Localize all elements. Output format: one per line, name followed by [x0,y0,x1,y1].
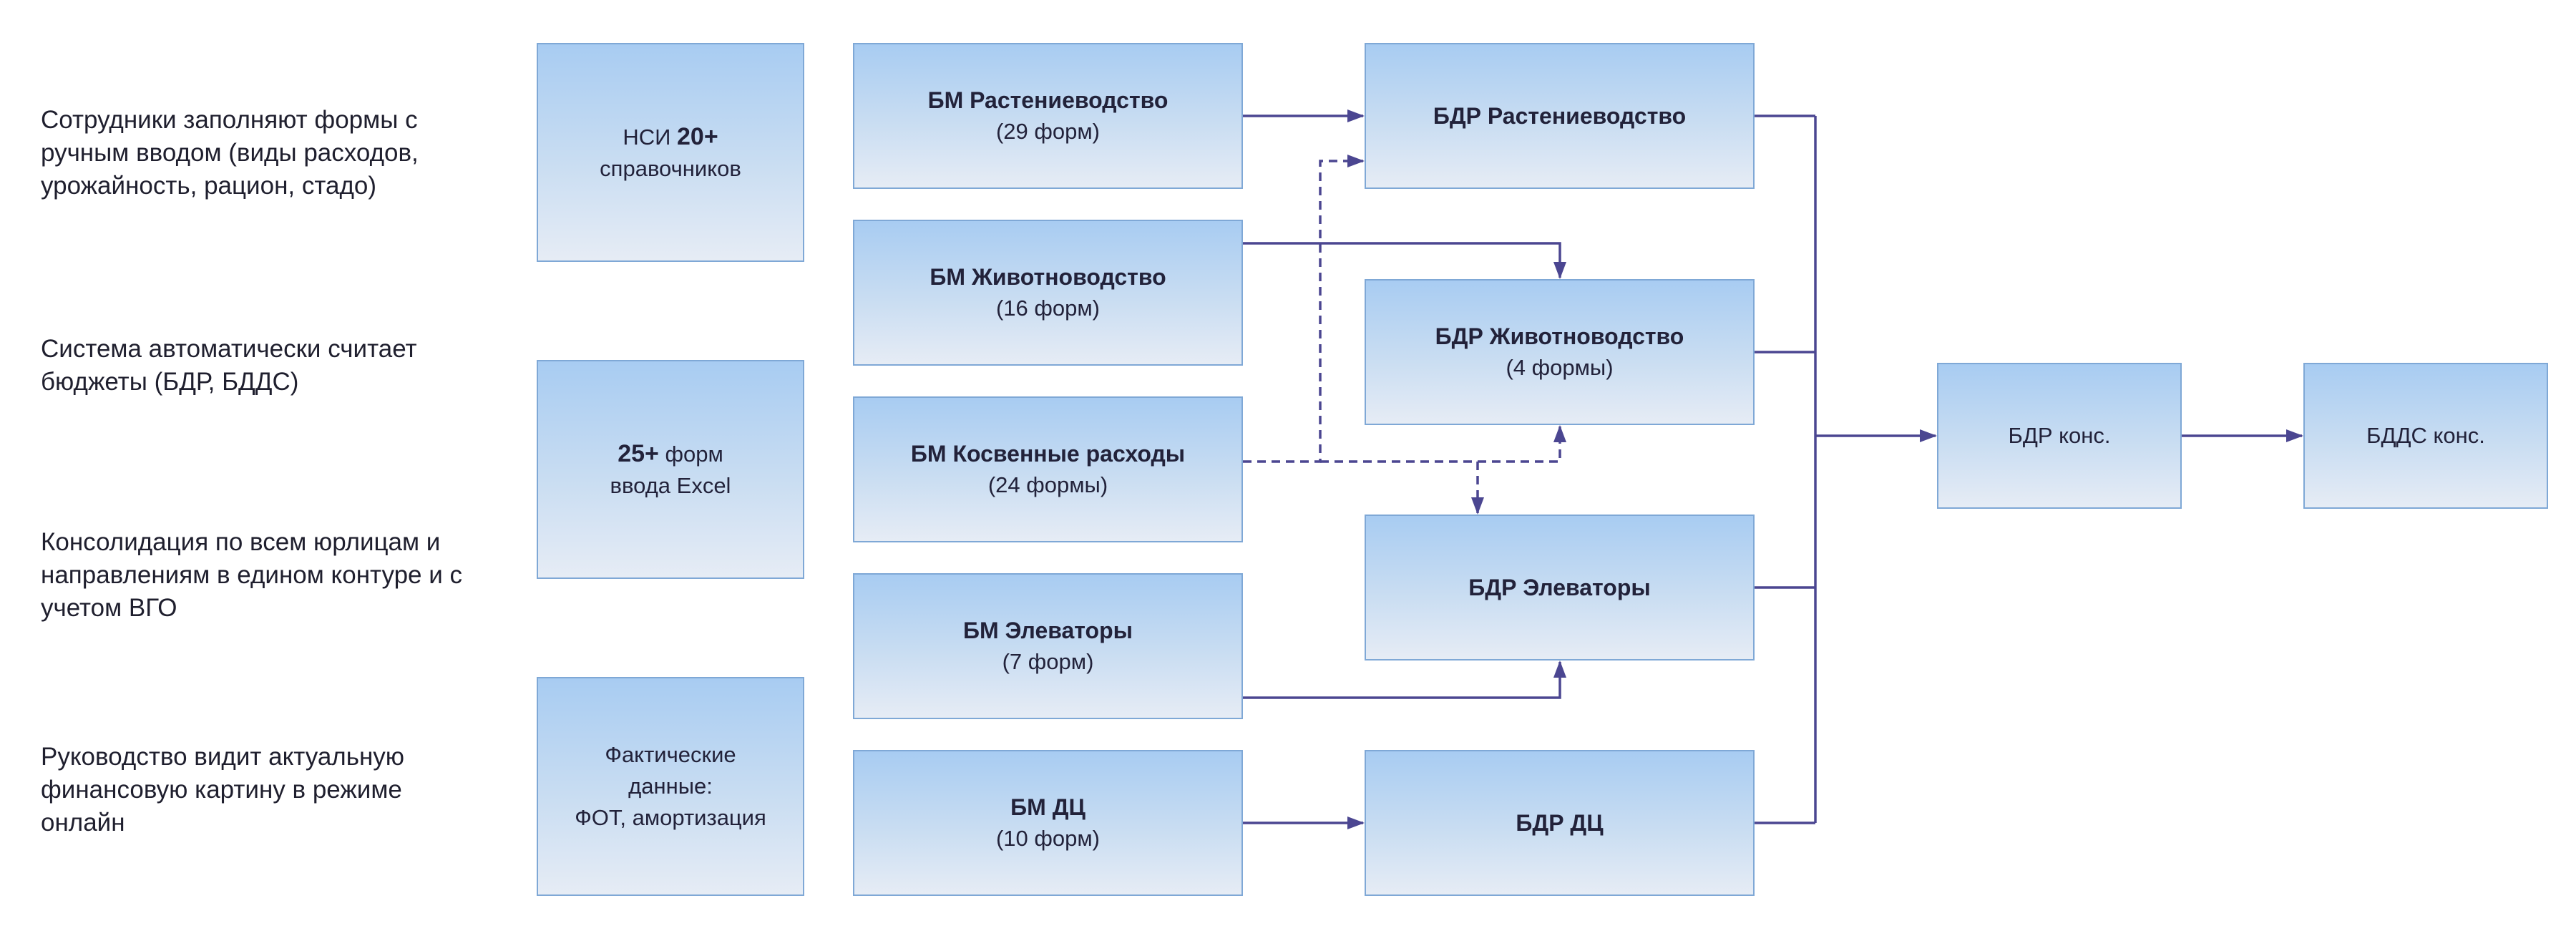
excel-line: 25+ форм [618,438,723,470]
bm-rastenievodstvo-box: БМ Растениеводство (29 форм) [853,43,1243,189]
bdr-dc-box: БДР ДЦ [1365,750,1755,896]
nsi-suffix: справочников [600,155,741,181]
bdr-dc-title: БДР ДЦ [1516,810,1604,836]
bdr-elevatory-title: БДР Элеваторы [1468,575,1651,600]
bm-elevatory-sub: (7 форм) [1002,649,1094,674]
bm-kosvennye-box: БМ Косвенные расходы (24 формы) [853,396,1243,542]
bdds-cons-label: БДДС конс. [2366,423,2485,448]
excel-forms-box: 25+ форм ввода Excel [537,360,804,579]
nsi-prefix: НСИ [623,124,671,150]
note-consolidation: Консолидация по всем юрлицам и направлен… [41,528,463,622]
bm-dc-title: БМ ДЦ [1010,794,1085,820]
bm-zhivotnovodstvo-title: БМ Животноводство [930,264,1166,290]
bdr-zhivotnovodstvo-title: БДР Животноводство [1435,323,1684,349]
bdr-zhivotnovodstvo-sub: (4 формы) [1506,355,1614,380]
bm-kosvennye-sub: (24 формы) [987,472,1108,497]
note-auto-calc: Система автоматически считает бюджеты (Б… [41,335,417,396]
bm-zhivotnovodstvo-box: БМ Животноводство (16 форм) [853,220,1243,366]
actual-data-box: Фактические данные: ФОТ, амортизация [537,677,804,896]
bdr-zhivotnovodstvo-box: БДР Животноводство (4 формы) [1365,279,1755,425]
bdr-cons-box: БДР конс. [1937,363,2182,509]
bdr-elevatory-box: БДР Элеваторы [1365,515,1755,660]
bm-dc-sub: (10 форм) [995,826,1101,851]
nsi-count: 20+ [677,122,718,150]
bm-rastenievodstvo-title: БМ Растениеводство [927,87,1169,113]
actual-line1: Фактические [605,742,736,767]
bm-kosvennye-title: БМ Косвенные расходы [910,441,1186,467]
excel-suffix2: ввода Excel [610,472,731,498]
bm-zhivotnovodstvo-sub: (16 форм) [995,296,1101,321]
bdr-cons-label: БДР конс. [2008,423,2111,448]
nsi-line: НСИ 20+ [623,121,718,153]
excel-count: 25+ [618,439,659,467]
actual-line2: данные: [628,774,713,799]
bdds-cons-box: БДДС конс. [2303,363,2548,509]
note-manual-input: Сотрудники заполняют формы с ручным ввод… [41,106,419,200]
bm-elevatory-title: БМ Элеваторы [963,618,1133,643]
dashed-kosv-to-bdr-zhiv [1320,425,1566,463]
actual-line3: ФОТ, амортизация [575,805,766,830]
bdr-rastenievodstvo-title: БДР Растениеводство [1433,103,1687,129]
arrow-bm-zhiv-to-bdr-zhiv [1243,242,1566,279]
nsi-box: НСИ 20+ справочников [537,43,804,262]
dashed-kosv-to-bdr-rast [1243,155,1365,463]
bm-rastenievodstvo-sub: (29 форм) [995,119,1101,144]
excel-suffix1: форм [665,441,723,467]
bm-elevatory-box: БМ Элеваторы (7 форм) [853,573,1243,719]
note-management-view: Руководство видит актуальную финансовую … [41,743,405,837]
bm-dc-box: БМ ДЦ (10 форм) [853,750,1243,896]
bdr-rastenievodstvo-box: БДР Растениеводство [1365,43,1755,189]
arrow-bm-elev-to-bdr-elev [1243,660,1566,699]
